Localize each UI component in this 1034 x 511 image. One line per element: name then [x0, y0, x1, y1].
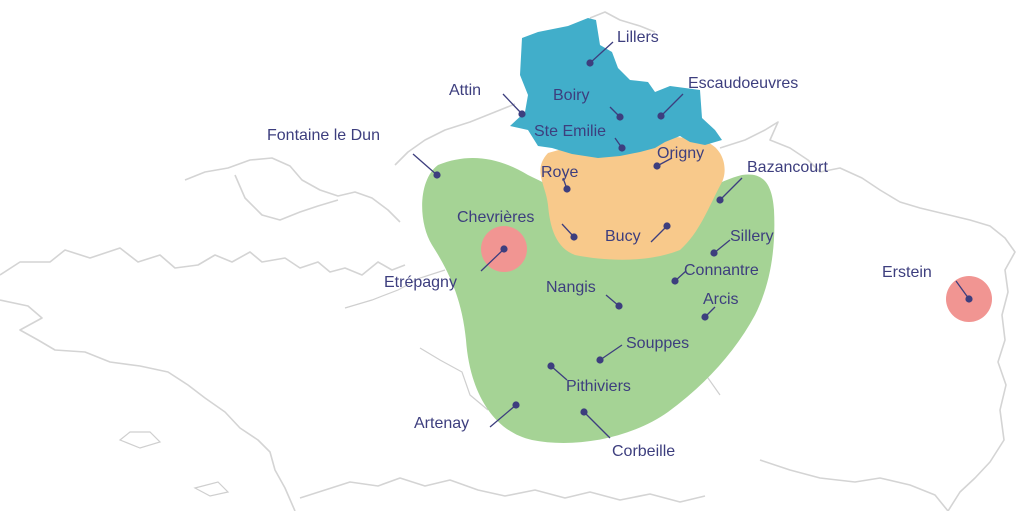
site-label: Artenay — [414, 415, 469, 432]
attin-dot — [518, 110, 526, 118]
site-lillers: Lillers — [586, 29, 659, 67]
ste-emilie-dot — [618, 144, 626, 152]
etrepagny-dot — [500, 245, 508, 253]
fontaine-le-dun-dot — [433, 171, 441, 179]
site-attin: Attin — [449, 82, 526, 118]
site-label: Arcis — [703, 291, 739, 308]
site-label: Origny — [657, 145, 704, 162]
boiry-dot — [616, 113, 624, 121]
site-bucy: Bucy — [605, 222, 671, 245]
site-label: Pithiviers — [566, 378, 631, 395]
site-label: Roye — [541, 164, 578, 181]
blue-region — [510, 18, 722, 158]
sillery-dot — [710, 249, 718, 257]
site-connantre: Connantre — [671, 262, 759, 285]
site-label: Souppes — [626, 335, 689, 352]
site-artenay: Artenay — [414, 401, 520, 432]
site-escaudoeuvres: Escaudoeuvres — [657, 75, 798, 120]
site-pithiviers: Pithiviers — [547, 362, 631, 395]
origny-dot — [653, 162, 661, 170]
bazancourt-dot — [716, 196, 724, 204]
artenay-dot — [512, 401, 520, 409]
site-bazancourt: Bazancourt — [716, 159, 828, 204]
corbeille-dot — [580, 408, 588, 416]
orange-region — [540, 136, 725, 260]
bucy-dot — [663, 222, 671, 230]
site-corbeille: Corbeille — [580, 408, 675, 460]
connantre-dot — [671, 277, 679, 285]
site-label: Bazancourt — [747, 159, 828, 176]
site-ste-emilie: Ste Emilie — [534, 123, 626, 152]
roye-dot — [563, 185, 571, 193]
nangis-dot — [615, 302, 623, 310]
site-sillery: Sillery — [710, 228, 774, 257]
site-erstein: Erstein — [882, 264, 973, 303]
lillers-dot — [586, 59, 594, 67]
chevrieres-dot — [570, 233, 578, 241]
site-label: Ste Emilie — [534, 123, 606, 140]
site-nangis: Nangis — [546, 279, 623, 310]
site-label: Escaudoeuvres — [688, 75, 798, 92]
site-label: Corbeille — [612, 443, 675, 460]
souppes-dot — [596, 356, 604, 364]
site-etrepagny: Etrépagny — [384, 245, 508, 291]
site-label: Sillery — [730, 228, 774, 245]
site-label: Lillers — [617, 29, 659, 46]
site-souppes: Souppes — [596, 335, 689, 364]
arcis-dot — [701, 313, 709, 321]
site-label: Attin — [449, 82, 481, 99]
site-label: Connantre — [684, 262, 759, 279]
site-boiry: Boiry — [553, 87, 624, 121]
site-fontaine-le-dun: Fontaine le Dun — [267, 127, 441, 179]
site-chevrieres: Chevrières — [457, 209, 578, 241]
site-arcis: Arcis — [701, 291, 739, 321]
erstein-dot — [965, 295, 973, 303]
site-label: Fontaine le Dun — [267, 127, 380, 144]
site-roye: Roye — [541, 164, 578, 193]
site-label: Erstein — [882, 264, 932, 281]
site-label: Etrépagny — [384, 274, 457, 291]
site-label: Bucy — [605, 228, 641, 245]
site-label: Boiry — [553, 87, 589, 104]
site-origny: Origny — [653, 145, 704, 170]
escaudoeuvres-dot — [657, 112, 665, 120]
pithiviers-dot — [547, 362, 555, 370]
site-label: Chevrières — [457, 209, 534, 226]
site-markers: Lillers Attin Boiry Escaudoeuvres Ste Em… — [267, 29, 973, 460]
site-label: Nangis — [546, 279, 596, 296]
